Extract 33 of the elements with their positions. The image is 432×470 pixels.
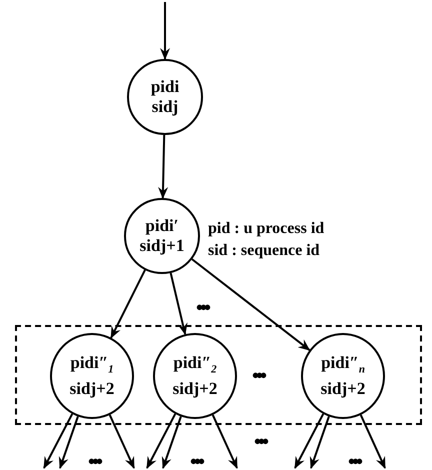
arrow — [160, 2, 170, 60]
sequence-id-label: sidj+2 — [70, 379, 114, 400]
arrow — [110, 270, 146, 339]
ellipsis-dots: ••• — [254, 432, 266, 452]
ellipsis-dots: ••• — [190, 452, 202, 470]
ellipsis-dots: ••• — [196, 298, 208, 318]
arrow — [310, 416, 330, 469]
arrow — [170, 272, 188, 336]
legend-note: sid : sequence id — [208, 242, 320, 260]
arrow — [43, 413, 74, 469]
arrow — [162, 416, 182, 469]
sequence-id-label: sidj — [152, 97, 178, 117]
arrow — [294, 413, 324, 469]
sequence-id-label: sidj+2 — [320, 379, 366, 400]
ellipsis-dots: ••• — [252, 366, 264, 386]
arrow — [58, 416, 79, 469]
process-id-label: pidi′ — [145, 216, 179, 236]
dashed-group-box — [15, 325, 422, 425]
legend-note: pid : u process id — [208, 220, 324, 238]
arrow — [191, 258, 310, 351]
process-id-label: pidi — [150, 77, 180, 97]
arrow — [360, 414, 386, 469]
process-id-label: pidi″$_{n}$ — [321, 352, 365, 378]
arrow — [158, 134, 168, 199]
sequence-id-label: sidj+1 — [140, 236, 184, 256]
arrow — [108, 414, 135, 469]
arrow — [212, 414, 238, 469]
process-id-label: pidi″$_{1}$ — [70, 352, 114, 378]
ellipsis-dots: ••• — [88, 452, 100, 470]
process-id-label: pidi″$_{2}$ — [173, 352, 217, 378]
arrow — [146, 413, 176, 469]
ellipsis-dots: ••• — [348, 452, 360, 470]
sequence-id-label: sidj+2 — [172, 379, 218, 400]
